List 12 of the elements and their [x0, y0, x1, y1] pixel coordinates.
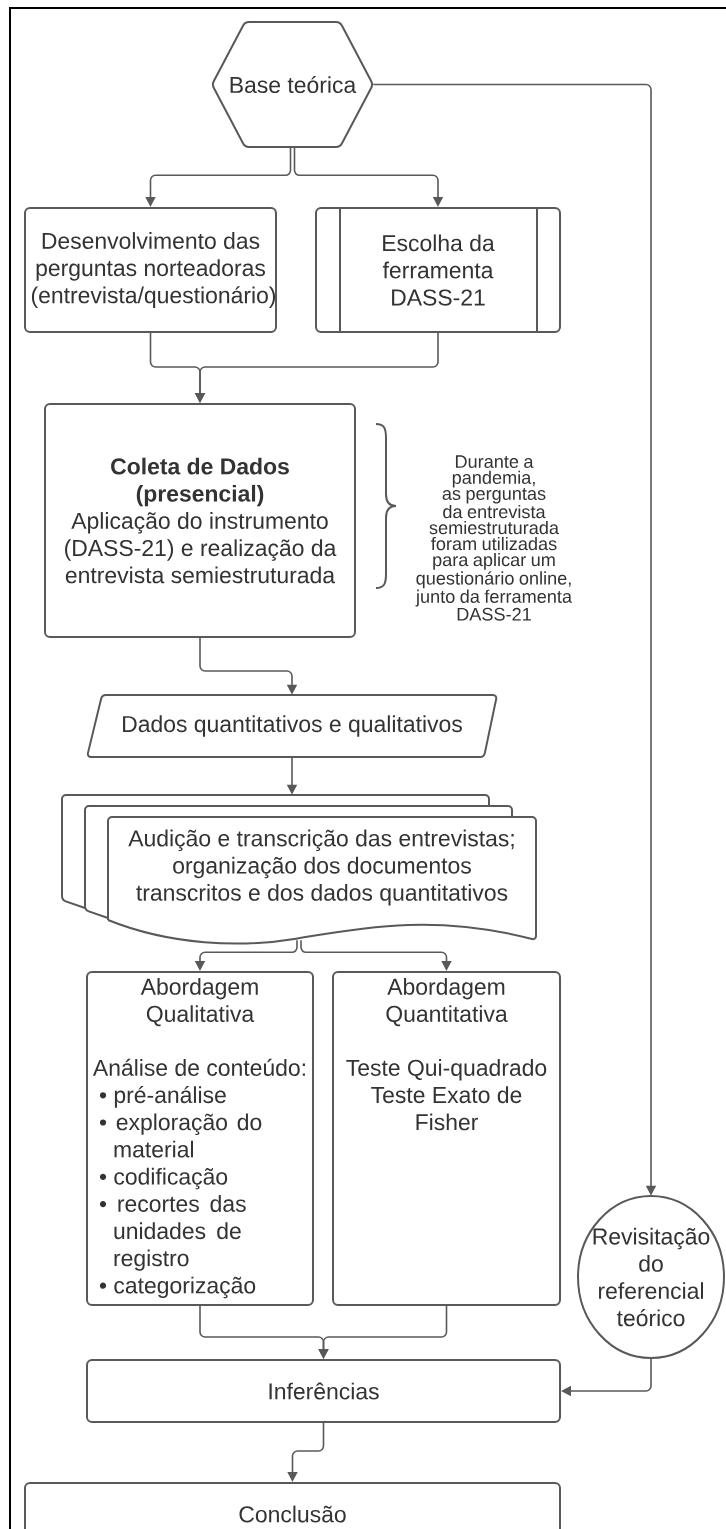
process-box: Inferências [86, 1359, 561, 1423]
process-box: Desenvolvimento das perguntas norteadoras (entrevista/questionário) [24, 207, 277, 333]
note-text: Durante a pandemia, as perguntas da entrevista semiestruturada foram utilizadas para aplicar um questionário online, junto da ferramenta DASS-21 [415, 455, 572, 621]
process-box: Conclusão [24, 1482, 561, 1529]
process-box: Abordagem Quantitativa Teste Qui-quadrado Teste Exato de Fisher [332, 971, 561, 1306]
process-box: Abordagem Qualitativa Análise de conteúdo: • pré-análise • exploração do material • codificação • recortes das unidades de registro • categorização [86, 971, 314, 1306]
hexagon-box: Base teórica [212, 21, 373, 148]
data-parallelogram: Dados quantitativos e qualitativos [86, 694, 498, 758]
arrow [300, 939, 452, 971]
process-box: Coleta de Dados (presencial) Aplicação do instrumento (DASS-21) e realização da entrevista semiestruturada [44, 403, 356, 638]
ellipse-box: Revisitação do referencial teórico [577, 1195, 725, 1359]
subprocess-box: Escolha da ferramenta DASS-21 [315, 207, 561, 333]
